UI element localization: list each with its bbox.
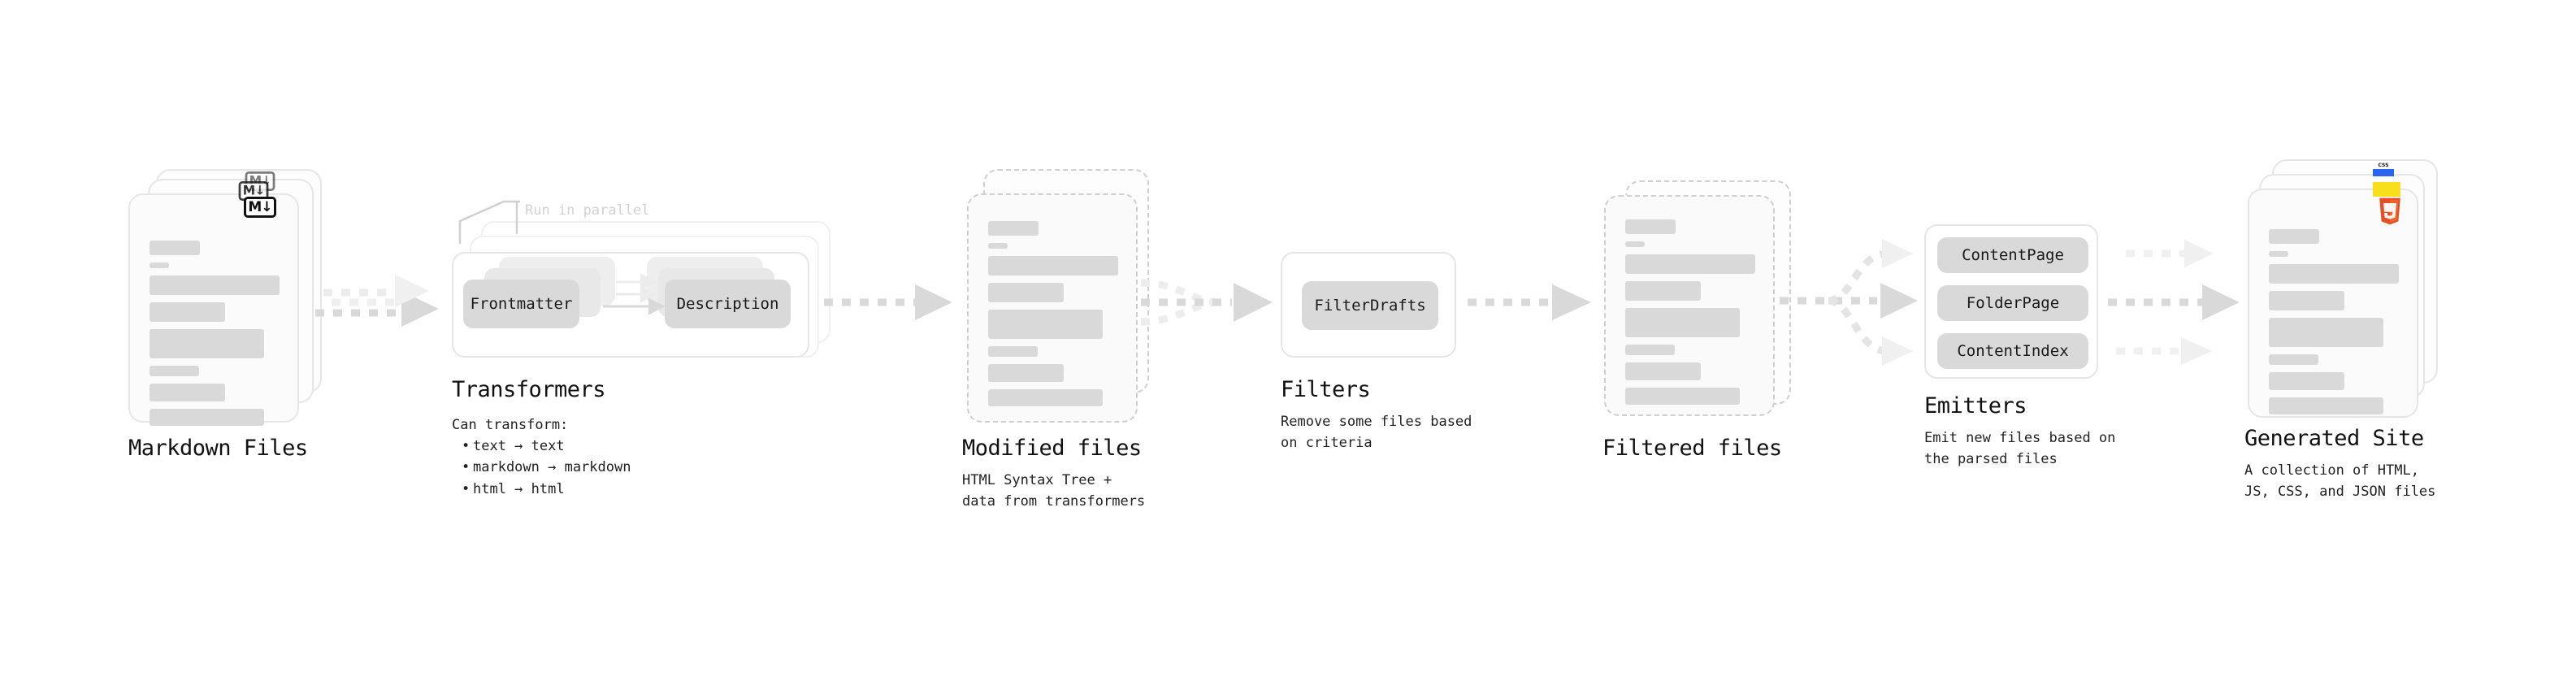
- transform-list-item: text → text: [460, 436, 631, 458]
- html5-badge: HTML: [2379, 197, 2400, 225]
- emitter-chip-contentindex[interactable]: ContentIndex: [1937, 333, 2088, 369]
- generated-site-subtitle: A collection of HTML, JS, CSS, and JSON …: [2244, 462, 2436, 501]
- filter-chip-filterdrafts[interactable]: FilterDrafts: [1302, 281, 1438, 330]
- skeleton-bar: [988, 283, 1064, 302]
- skeleton-bar: [150, 262, 169, 268]
- arrow-markdown-to-transformers: [315, 275, 439, 327]
- markdown-badge-mid: M↓: [238, 181, 269, 201]
- transformer-chip-frontmatter[interactable]: Frontmatter: [463, 280, 579, 328]
- skeleton-bar: [2269, 291, 2344, 310]
- skeleton-bar: [1625, 219, 1676, 234]
- modified-file-card-front: [967, 193, 1138, 423]
- skeleton-bar: [1625, 362, 1701, 380]
- emitter-chip-contentpage[interactable]: ContentPage: [1937, 237, 2088, 273]
- skeleton-bar: [2269, 264, 2399, 284]
- modified-files-title: Modified files: [962, 436, 1142, 461]
- filtered-file-card-front: [1604, 195, 1775, 416]
- transformer-chip-description[interactable]: Description: [665, 280, 791, 328]
- skeleton-bar: [2269, 354, 2318, 365]
- skeleton-bar: [150, 366, 199, 376]
- skeleton-bar: [150, 329, 264, 358]
- svg-text:HTML: HTML: [2383, 197, 2397, 198]
- transform-list: text → text markdown → markdown html → h…: [460, 436, 631, 500]
- skeleton-bar: [988, 346, 1038, 357]
- js-badge: [2373, 182, 2400, 197]
- skeleton-bar: [150, 384, 225, 401]
- transformers-bullets: text → text markdown → markdown html → h…: [460, 436, 631, 500]
- arrow-transformers-to-modified: [824, 284, 952, 320]
- arrow-filtered-to-emitters: [1780, 239, 1918, 366]
- emitters-group: ContentPage FolderPage ContentIndex: [1924, 224, 2098, 379]
- filtered-files-title: Filtered files: [1602, 436, 1782, 461]
- transformers-subtitle: Can transform:: [452, 417, 569, 433]
- modified-files-subtitle: HTML Syntax Tree + data from transformer…: [962, 472, 1146, 510]
- skeleton-bar: [1625, 308, 1740, 337]
- skeleton-bar: [2269, 318, 2383, 347]
- arrow-modified-to-filters: [1140, 279, 1273, 326]
- skeleton-bar: [988, 389, 1103, 406]
- emitters-title: Emitters: [1924, 393, 2027, 419]
- skeleton-bar: [1625, 241, 1645, 247]
- markdown-files-title: Markdown Files: [128, 436, 308, 461]
- skeleton-bar: [988, 243, 1008, 249]
- skeleton-bar: [988, 221, 1039, 236]
- skeleton-bar: [150, 409, 264, 426]
- generated-site-card-front: [2248, 189, 2418, 418]
- css-badge: [2373, 163, 2394, 176]
- filters-title: Filters: [1281, 377, 1371, 402]
- run-in-parallel-note: Run in parallel: [525, 202, 650, 219]
- skeleton-bar: [1625, 254, 1755, 274]
- skeleton-bar: [988, 256, 1118, 275]
- skeleton-bar: [150, 241, 200, 255]
- arrow-emitters-to-site: [2108, 240, 2240, 365]
- skeleton-bar: [150, 302, 225, 322]
- transformers-title: Transformers: [452, 377, 606, 402]
- markdown-file-skeleton: [150, 241, 280, 433]
- skeleton-bar: [1625, 388, 1740, 405]
- skeleton-bar: [2269, 372, 2344, 390]
- generated-site-skeleton: [2269, 229, 2399, 422]
- filtered-file-skeleton: [1625, 219, 1755, 412]
- generated-site-title: Generated Site: [2244, 426, 2424, 451]
- emitter-chip-folderpage[interactable]: FolderPage: [1937, 285, 2088, 321]
- filters-group: FilterDrafts: [1281, 252, 1456, 358]
- skeleton-bar: [150, 275, 280, 295]
- skeleton-bar: [988, 364, 1064, 382]
- markdown-file-card-front: [128, 193, 299, 426]
- transform-list-item: html → html: [460, 479, 631, 501]
- filters-subtitle: Remove some files based on criteria: [1281, 414, 1472, 452]
- skeleton-bar: [1625, 281, 1701, 301]
- skeleton-bar: [2269, 397, 2383, 414]
- modified-file-skeleton: [988, 221, 1118, 414]
- arrow-filters-to-filtered: [1468, 284, 1591, 320]
- skeleton-bar: [1625, 345, 1675, 355]
- skeleton-bar: [2269, 229, 2319, 244]
- skeleton-bar: [988, 310, 1103, 339]
- transform-list-item: markdown → markdown: [460, 457, 631, 479]
- emitters-subtitle: Emit new files based on the parsed files: [1924, 430, 2116, 468]
- markdown-badge-front: M↓: [244, 197, 276, 218]
- skeleton-bar: [2269, 251, 2288, 257]
